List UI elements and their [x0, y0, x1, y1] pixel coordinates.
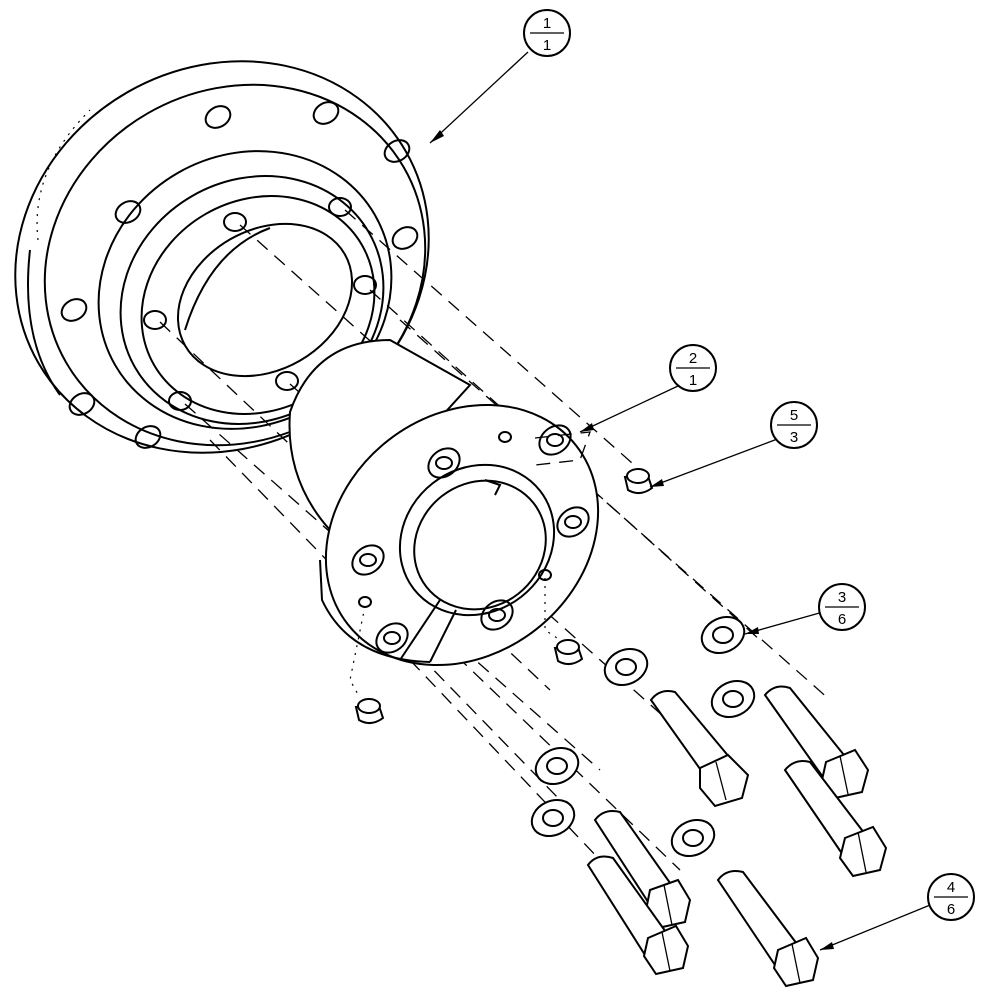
- leader-lines: [429, 51, 936, 951]
- balloon-item-1: 1 1: [523, 9, 571, 57]
- balloon-quantity: 1: [689, 372, 697, 389]
- set-screws-part-5: [349, 468, 654, 724]
- balloon-quantity: 6: [838, 611, 846, 628]
- item-balloons: 1 1 2 1 5 3 3 6 4 6: [523, 9, 975, 921]
- balloon-quantity: 6: [947, 901, 955, 918]
- balloon-item-4: 4 6: [927, 873, 975, 921]
- balloon-item-number: 2: [689, 350, 697, 367]
- bushing-bolt-holes: [351, 424, 590, 654]
- balloon-item-number: 3: [838, 589, 846, 606]
- washers-part-3: [530, 616, 756, 857]
- bushing-part-2: [288, 338, 600, 667]
- hex-bolts-part-4: [586, 685, 888, 988]
- balloon-quantity: 1: [543, 37, 551, 54]
- balloon-item-3: 3 6: [818, 583, 866, 631]
- balloon-item-number: 1: [543, 15, 551, 32]
- balloon-item-number: 5: [790, 407, 798, 424]
- balloon-item-number: 4: [947, 879, 955, 896]
- flange-inner-bolt-holes: [143, 197, 377, 411]
- balloon-item-5: 5 3: [770, 401, 818, 449]
- balloon-quantity: 3: [790, 429, 798, 446]
- flange-outer-bolt-holes: [60, 101, 419, 449]
- balloon-item-2: 2 1: [669, 344, 717, 392]
